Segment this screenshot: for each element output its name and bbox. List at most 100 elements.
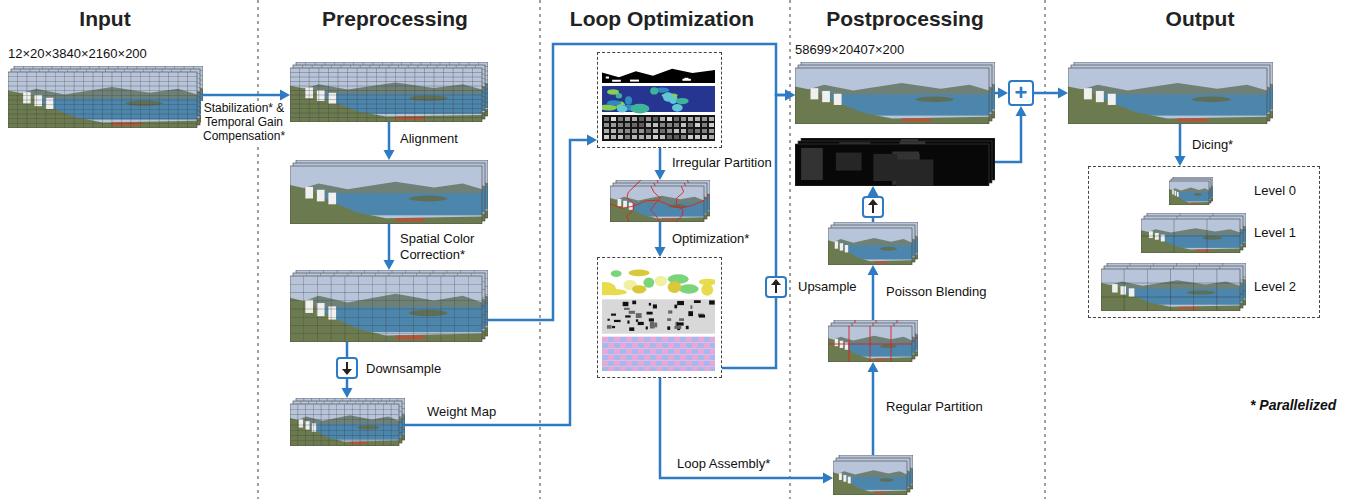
start-map-cell [626,349,632,355]
start-map-cell [644,355,650,361]
start-map-cell [692,337,698,343]
start-map-cell [614,361,620,367]
column-title: Output [1163,6,1238,31]
start-map-cell [644,361,650,367]
frame-border [1101,269,1240,311]
foreground-land [290,185,482,224]
start-map-cell [710,367,715,371]
sky [290,68,482,122]
weight-cell [688,135,693,139]
output-stack [1068,62,1273,124]
weight-cell [653,117,658,121]
input-frame-stack: 12×20×3840×2160×200 [8,46,203,128]
start-map-cell [638,355,644,361]
column-title: Postprocessing [823,6,987,31]
level-label: Level 1 [1254,225,1296,241]
building [299,419,303,427]
start-map-cell [614,355,620,361]
frame-border [828,326,912,362]
connector-line [659,148,662,172]
start-map-cell [704,355,710,361]
roofs [874,492,885,494]
camera-grid-line [8,100,197,101]
full-resolution-stack: 58699×20407×200 [795,42,995,124]
connector-line [203,94,282,97]
start-map-cell [638,343,644,349]
weight-cell [681,129,686,133]
period-speck [677,301,684,305]
start-map-cell [608,337,614,343]
label-patch [668,281,682,293]
start-map-cell [686,349,692,355]
pyramid-level: Level 0 [1169,177,1296,205]
sky [1169,181,1209,205]
connector [342,342,353,398]
period-speck [614,320,621,322]
camera-grid-line [290,430,399,431]
period-speck [649,318,654,321]
roofs [874,358,887,360]
sky [795,68,989,124]
weight-cell [604,117,609,121]
foreground-land [828,240,912,265]
camera-grid-line [290,414,399,415]
frame-stack-image [610,180,710,222]
building [1155,233,1159,240]
camera-grid-line [290,435,399,436]
weight-cell [688,129,693,133]
weight-cell [667,135,672,139]
connector [384,122,395,160]
camera-grid-line [290,409,399,410]
building [845,245,848,252]
frame-border [833,461,907,495]
start-map-cell [692,355,698,361]
start-map-cell [674,349,680,355]
start-map-cell [668,349,674,355]
building [835,339,838,346]
heat-patch [650,87,658,94]
start-map-cell [662,337,668,343]
frame-stack-image [1141,213,1246,253]
weight-cell [695,135,700,139]
frame-stack-image [1068,62,1273,124]
column-separator [1044,0,1046,499]
weight-cell [660,135,665,139]
sky [290,276,482,342]
roofs [1195,250,1210,252]
frame-stack-image [290,62,488,122]
weight-cell [674,123,679,127]
frame-border [290,276,482,342]
weight-cell [611,117,616,121]
start-map-cell [680,337,686,343]
building [1172,190,1174,195]
roofs [874,261,887,263]
connector-line [872,370,875,455]
upsample-box [766,277,786,297]
start-map-cell [698,349,704,355]
start-map-cell [680,361,686,367]
start-map-cell [668,337,674,343]
start-map-cell [662,361,668,367]
start-map-cell [650,337,656,343]
weight-cell [625,129,630,133]
residual-stack [795,138,995,186]
label-patch [632,285,646,293]
weight-cell [646,117,651,121]
input-maps-group [597,52,722,148]
up-arrow-head [771,279,781,285]
frame-stack-image [828,320,918,362]
label-patch [701,284,713,296]
period-speck [611,314,616,316]
start-map-cell [620,337,626,343]
building [317,303,325,316]
camera-grid-line [1193,269,1194,311]
period-speck [612,326,615,328]
connector-line [388,224,391,262]
island [358,425,380,429]
column-separator [789,0,791,499]
start-map-cell [632,361,638,367]
start-map-cell [602,367,608,371]
building [618,199,622,206]
weight-cell [611,123,616,127]
